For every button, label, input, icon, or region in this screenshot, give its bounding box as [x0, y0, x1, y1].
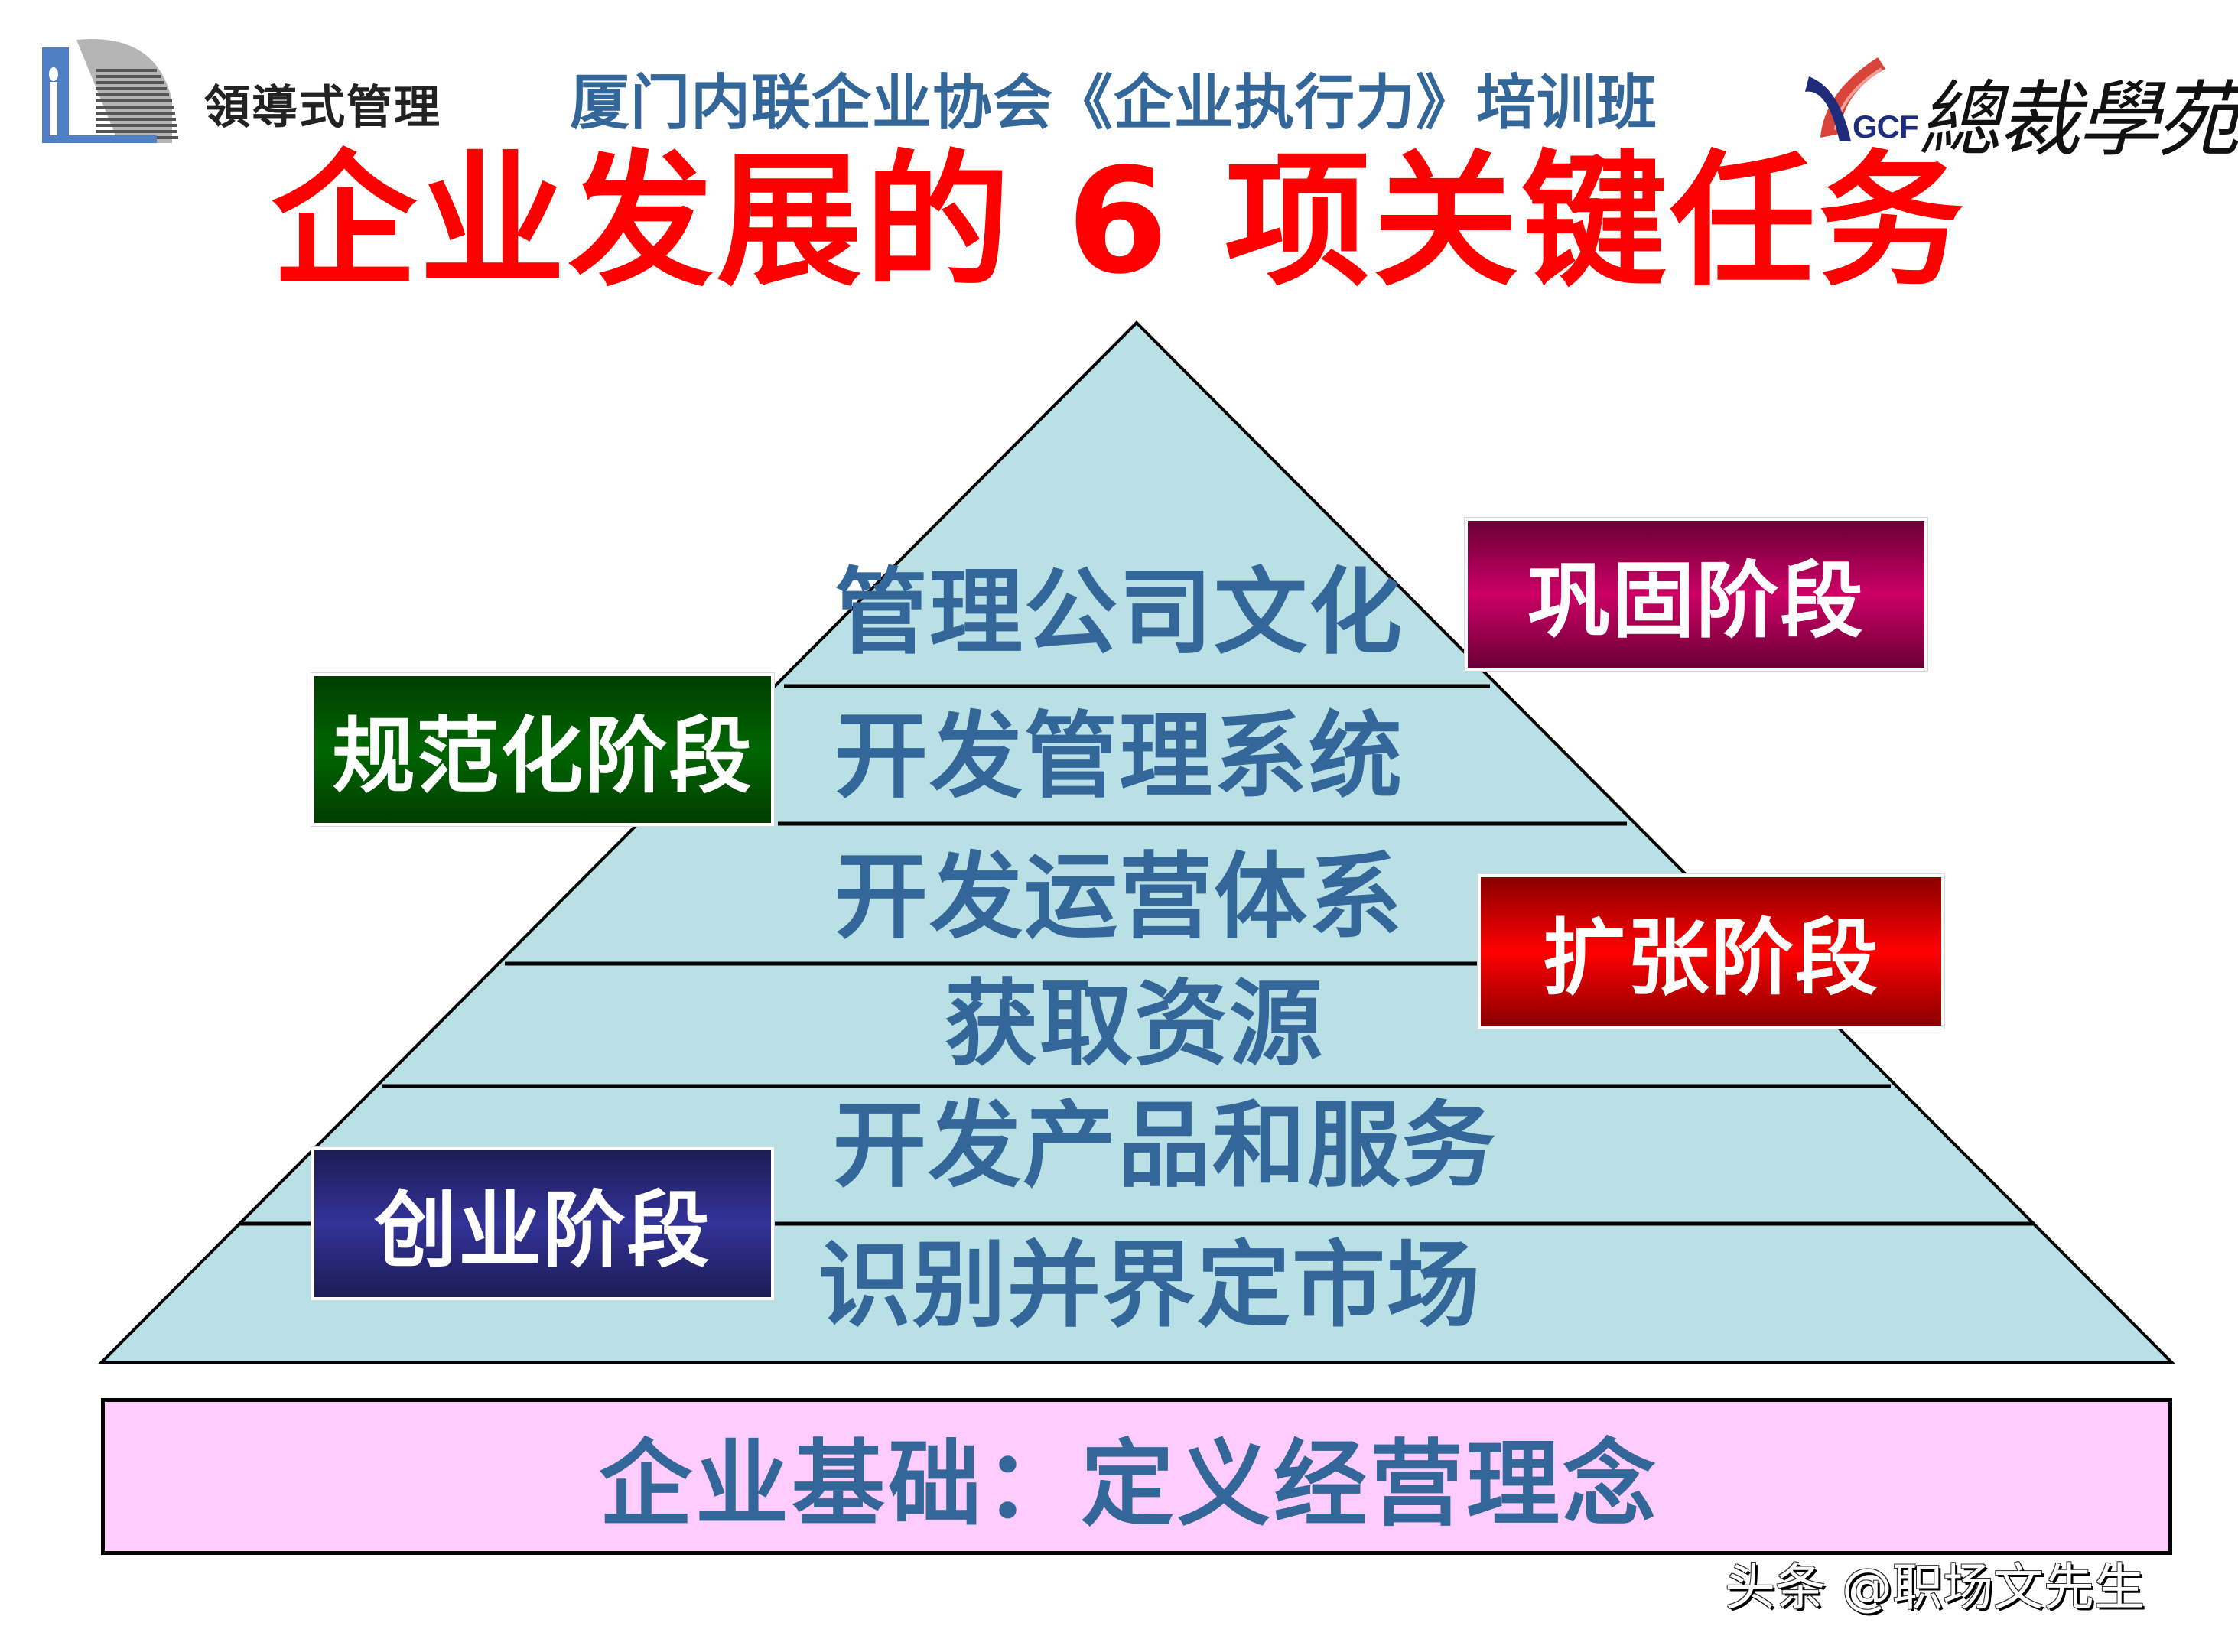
stage-standardization-text: 规范化阶段 [332, 709, 753, 805]
gcf-brand-text: GCF [1853, 109, 1919, 145]
task-develop-products-services: 开发产品和服务 [833, 1091, 1497, 1200]
task-develop-management-system: 开发管理系统 [834, 702, 1404, 811]
stage-consolidation-text: 巩固阶段 [1527, 554, 1865, 649]
leadership-logo: 領導式管理 [42, 17, 470, 147]
leadership-m-logo-icon [42, 39, 178, 143]
task-manage-company-culture: 管理公司文化 [834, 558, 1404, 667]
task-develop-operating-system: 开发运营体系 [834, 843, 1404, 951]
task-identify-define-market: 识别并界定市场 [818, 1231, 1482, 1340]
stage-standardization-label: 规范化阶段 [311, 673, 774, 826]
gcf-logo-text: 總裁學苑 [1918, 73, 2238, 168]
stage-startup-text: 创业阶段 [374, 1183, 711, 1279]
foundation-box: 企业基础：定义经营理念 [101, 1398, 2172, 1555]
stage-expansion-text: 扩张阶段 [1542, 911, 1879, 1006]
task-acquire-resources: 获取资源 [945, 970, 1324, 1078]
leadership-logo-text: 領導式管理 [204, 81, 441, 135]
gcf-logo: GCF 總裁學苑 [1805, 38, 2238, 168]
foundation-text: 企业基础：定义经营理念 [599, 1430, 1659, 1539]
stage-consolidation-label: 巩固阶段 [1465, 518, 1927, 671]
stage-expansion-label: 扩张阶段 [1478, 874, 1944, 1029]
main-title: 企业发展的 6 项关键任务 [271, 137, 1967, 306]
stage-startup-label: 创业阶段 [311, 1147, 774, 1300]
course-title: 厦门内联企业协会《企业执行力》培训班 [570, 69, 1658, 138]
gcf-arrow-logo-icon [1805, 57, 1885, 141]
watermark: 头条 @职场文先生 [1725, 1558, 2145, 1617]
